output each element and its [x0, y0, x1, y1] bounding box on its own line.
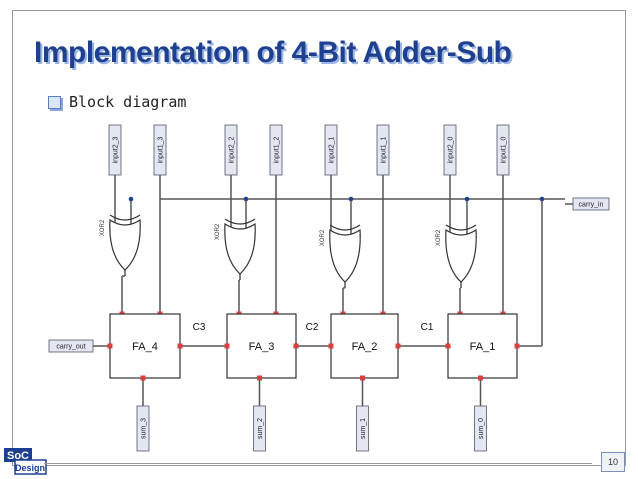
- pin-marker: [478, 375, 483, 381]
- pin-marker: [177, 343, 183, 349]
- pin-marker: [395, 343, 401, 349]
- tag-text: sum_1: [360, 418, 367, 439]
- tag-box: [153, 124, 167, 176]
- logo-graphic: SoC Design: [4, 448, 47, 475]
- pin-marker: [293, 343, 299, 349]
- tag-box: [108, 124, 122, 176]
- tag-box: [474, 405, 487, 452]
- tag-text: sum_3: [141, 418, 148, 439]
- tag-box: [136, 405, 150, 452]
- xor-gate: [109, 218, 141, 271]
- tag-text: input1_2: [274, 136, 281, 163]
- slide-frame: [12, 10, 626, 466]
- pin-marker: [224, 343, 230, 349]
- tag-text: input2_0: [448, 136, 455, 163]
- tag-box: [224, 124, 238, 176]
- xor-gate-arc: [329, 224, 361, 231]
- input2-tag: input2_3: [108, 124, 122, 176]
- input1-tag: input1_1: [376, 124, 390, 176]
- tag-text: input2_2: [229, 136, 236, 163]
- junction-dot: [464, 196, 470, 202]
- full-adder-label: FA_2: [352, 341, 378, 353]
- full-adder-label: FA_4: [132, 341, 158, 353]
- slide-title: Implementation of 4-Bit Adder-Sub: [34, 36, 512, 69]
- pin-marker: [445, 343, 451, 349]
- full-adder-block: [330, 313, 399, 379]
- xor-gate-arc: [224, 218, 256, 225]
- carry-label: C1: [421, 322, 434, 333]
- input1-tag: input1_3: [153, 124, 167, 176]
- soc-design-logo: SoC Design: [3, 446, 47, 476]
- full-adder-label: FA_1: [470, 341, 496, 353]
- input2-tag: input2_1: [324, 124, 338, 176]
- pin-marker: [360, 375, 365, 381]
- xor-gate: [224, 222, 256, 275]
- tag-text: carry_out: [56, 344, 85, 351]
- xor-gate: [329, 228, 361, 283]
- carry-in-tag: carry_in: [572, 197, 610, 211]
- gate-label: XOR2: [436, 229, 442, 246]
- junction-dot: [128, 196, 134, 202]
- pin-marker: [140, 375, 146, 381]
- full-adder-label: FA_3: [249, 341, 275, 353]
- carry-label: C2: [306, 322, 319, 333]
- carry-label: C3: [193, 322, 206, 333]
- tag-text: sum_0: [478, 418, 485, 439]
- gate-label: XOR2: [100, 219, 106, 236]
- xor-gate-arc: [109, 214, 141, 221]
- tag-box: [443, 124, 457, 176]
- footer-line: [44, 463, 592, 464]
- pin-marker: [257, 375, 262, 381]
- input2-tag: input2_0: [443, 124, 457, 176]
- tag-box: [572, 197, 610, 211]
- tag-box: [496, 124, 510, 176]
- xor-gate-arc: [445, 224, 477, 231]
- junction-dot: [243, 196, 249, 202]
- logo-text-2: Design: [15, 463, 45, 473]
- logo-text-1: SoC: [7, 450, 29, 462]
- sum-tag: sum_3: [136, 405, 150, 452]
- bullet-item: Block diagram: [48, 93, 186, 111]
- tag-text: input1_0: [501, 136, 508, 163]
- tag-text: input1_3: [158, 136, 165, 163]
- input2-tag: input2_2: [224, 124, 238, 176]
- tag-text: input1_1: [381, 136, 388, 163]
- input1-tag: input1_2: [269, 124, 283, 176]
- tag-box: [48, 339, 94, 353]
- tag-box: [269, 124, 283, 176]
- tag-text: input2_1: [329, 136, 336, 163]
- bullet-square-icon: [48, 95, 61, 109]
- sum-tag: sum_2: [253, 405, 266, 452]
- tag-box: [324, 124, 338, 176]
- tag-box: [253, 405, 266, 452]
- bullet-text: Block diagram: [69, 93, 187, 111]
- tag-box: [356, 405, 369, 452]
- page-number: 10: [601, 452, 625, 472]
- input1-tag: input1_0: [496, 124, 510, 176]
- sum-tag: sum_1: [356, 405, 369, 452]
- gate-label: XOR2: [215, 223, 221, 240]
- pin-marker: [328, 343, 334, 349]
- pin-marker: [107, 343, 113, 349]
- gate-label: XOR2: [320, 229, 326, 246]
- xor-gate: [445, 228, 477, 283]
- junction-dot: [539, 196, 545, 202]
- tag-box: [376, 124, 390, 176]
- full-adder-block: [109, 313, 181, 379]
- junction-dot: [348, 196, 354, 202]
- pin-marker: [514, 343, 520, 349]
- tag-text: input2_3: [113, 136, 120, 163]
- full-adder-block: [226, 313, 297, 379]
- sum-tag: sum_0: [474, 405, 487, 452]
- tag-text: sum_2: [257, 418, 264, 439]
- carry-out-tag: carry_out: [48, 339, 94, 353]
- tag-text: carry_in: [579, 202, 604, 209]
